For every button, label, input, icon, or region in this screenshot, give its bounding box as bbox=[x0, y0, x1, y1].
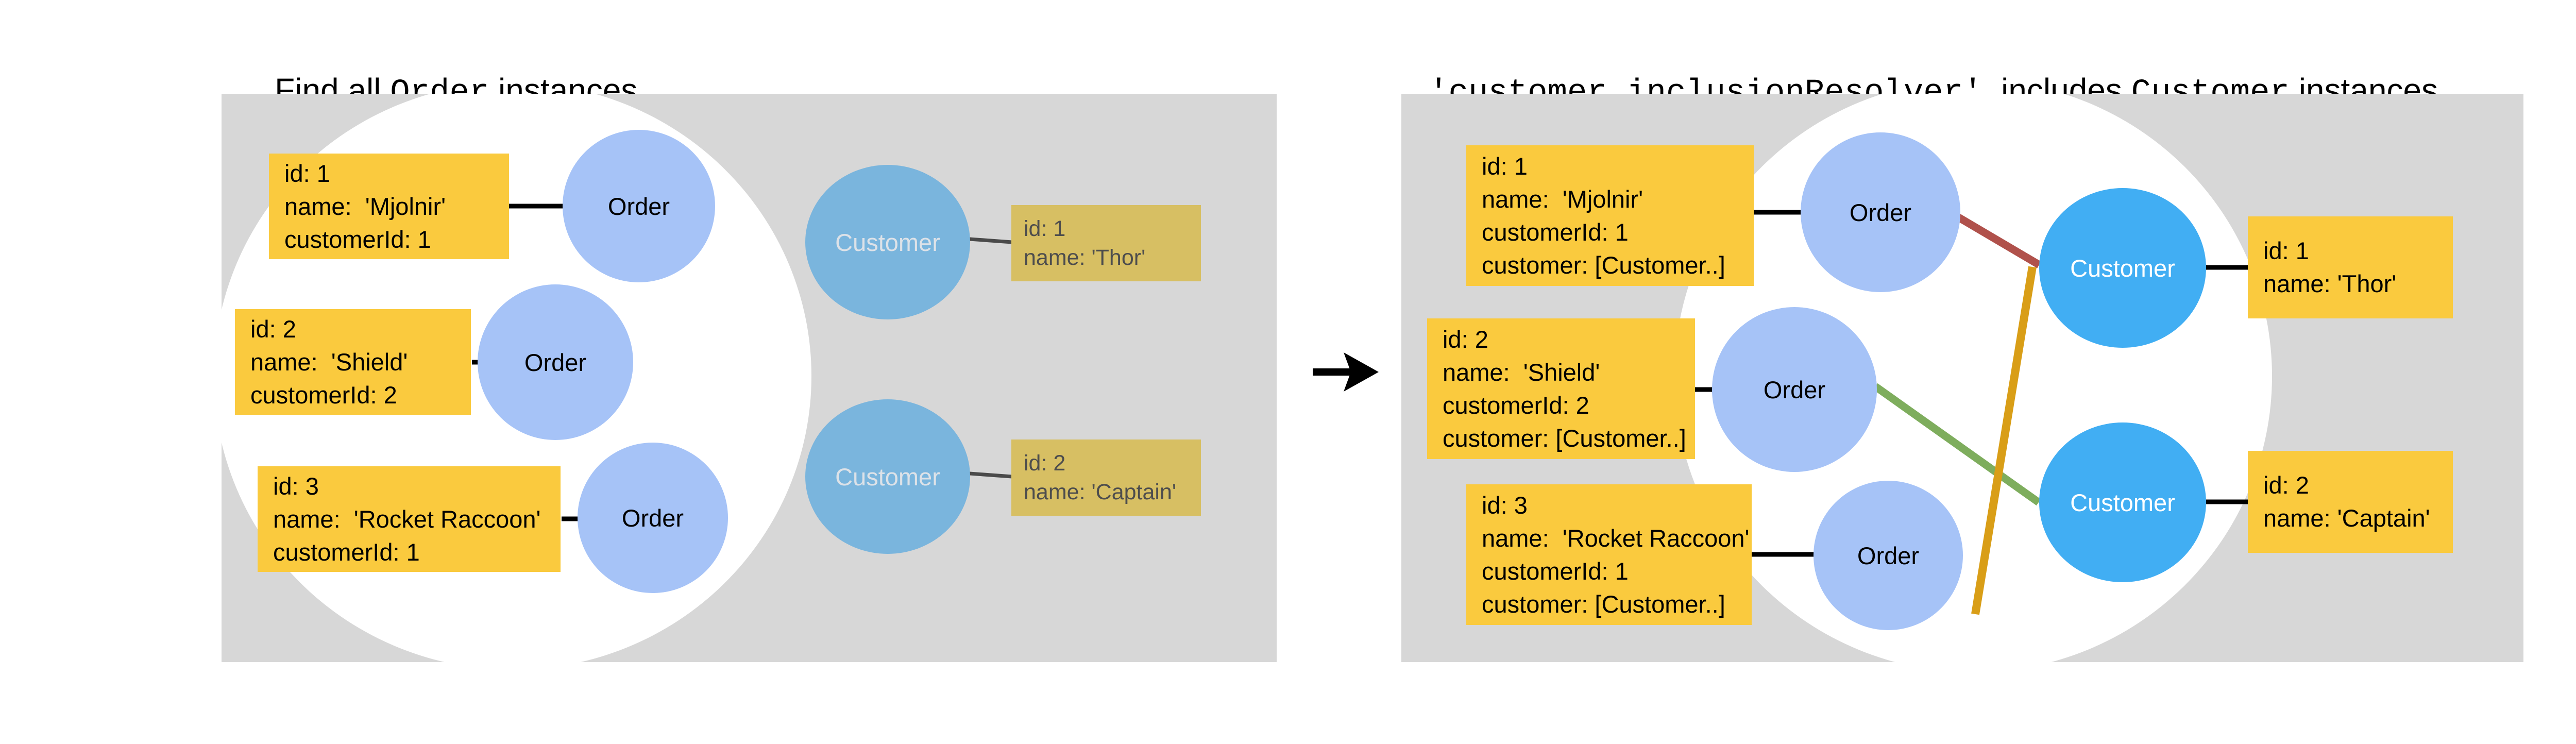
relation-line-orange-order3-customer1 bbox=[1971, 266, 2037, 615]
attr-line: id: 2 bbox=[1024, 451, 1066, 476]
attr-line: name: 'Captain' bbox=[2263, 504, 2430, 532]
attr-line: name: 'Shield' bbox=[250, 348, 408, 376]
node-label: Customer bbox=[835, 463, 940, 491]
attr-line: customerId: 1 bbox=[273, 538, 420, 566]
attr-line: customerId: 1 bbox=[1482, 218, 1629, 246]
left-order-node-2: Order bbox=[478, 284, 633, 440]
left-order-node-1: Order bbox=[563, 130, 715, 282]
left-customer-attrs-1: id: 1 name: 'Thor' bbox=[1011, 205, 1201, 281]
attr-line: id: 1 bbox=[2263, 237, 2309, 264]
attr-line: customer: [Customer..] bbox=[1482, 590, 1725, 618]
node-label: Order bbox=[1857, 542, 1920, 569]
node-label: Order bbox=[524, 348, 587, 376]
left-customer-node-2: Customer bbox=[805, 399, 970, 554]
right-customer-node-1: Customer bbox=[2039, 188, 2206, 348]
relation-line-red-order1-customer1 bbox=[1953, 212, 2041, 268]
node-label: Order bbox=[1849, 198, 1912, 226]
right-order-node-1: Order bbox=[1801, 132, 1960, 292]
attr-line: id: 1 bbox=[1482, 152, 1528, 180]
left-order-node-3: Order bbox=[578, 443, 728, 593]
attr-line: id: 1 bbox=[284, 159, 330, 187]
flow-arrow-icon bbox=[1313, 352, 1379, 392]
right-order-attrs-2: id: 2 name: 'Shield' customerId: 2 custo… bbox=[1427, 318, 1695, 459]
relation-line-green-order2-customer2 bbox=[1873, 383, 2041, 506]
attr-line: id: 3 bbox=[273, 472, 319, 500]
left-customer-attrs-2: id: 2 name: 'Captain' bbox=[1011, 439, 1201, 516]
attr-line: id: 1 bbox=[1024, 216, 1066, 241]
connector-line-muted bbox=[969, 237, 1012, 244]
attr-line: name: 'Thor' bbox=[1024, 245, 1146, 270]
attr-line: name: 'Rocket Raccoon' bbox=[1482, 524, 1750, 552]
right-customer-attrs-2: id: 2 name: 'Captain' bbox=[2248, 451, 2453, 553]
attr-line: id: 2 bbox=[250, 315, 296, 343]
right-order-node-3: Order bbox=[1814, 481, 1963, 630]
left-order-attrs-2: id: 2 name: 'Shield' customerId: 2 bbox=[235, 309, 471, 415]
attr-line: customerId: 1 bbox=[1482, 557, 1629, 585]
right-order-node-2: Order bbox=[1712, 307, 1877, 472]
attr-line: name: 'Rocket Raccoon' bbox=[273, 505, 541, 533]
node-label: Order bbox=[607, 192, 670, 220]
node-label: Customer bbox=[835, 228, 940, 256]
attr-line: customerId: 2 bbox=[250, 381, 397, 409]
attr-line: id: 2 bbox=[2263, 471, 2309, 499]
node-label: Customer bbox=[2070, 254, 2175, 282]
attr-line: customerId: 2 bbox=[1443, 391, 1589, 419]
attr-line: name: 'Captain' bbox=[1024, 480, 1177, 504]
connector-line-muted bbox=[969, 471, 1012, 479]
attr-line: name: 'Mjolnir' bbox=[284, 192, 446, 220]
left-order-attrs-1: id: 1 name: 'Mjolnir' customerId: 1 bbox=[269, 154, 509, 259]
attr-line: id: 3 bbox=[1482, 491, 1528, 519]
node-label: Customer bbox=[2070, 488, 2175, 516]
right-order-attrs-3: id: 3 name: 'Rocket Raccoon' customerId:… bbox=[1466, 484, 1752, 625]
attr-line: customer: [Customer..] bbox=[1482, 251, 1725, 279]
attr-line: customerId: 1 bbox=[284, 225, 431, 253]
right-customer-attrs-1: id: 1 name: 'Thor' bbox=[2248, 216, 2453, 318]
attr-line: name: 'Mjolnir' bbox=[1482, 185, 1643, 213]
attr-line: customer: [Customer..] bbox=[1443, 424, 1686, 452]
right-order-attrs-1: id: 1 name: 'Mjolnir' customerId: 1 cust… bbox=[1466, 145, 1754, 286]
left-customer-node-1: Customer bbox=[805, 165, 970, 319]
flow-arrow-head bbox=[1344, 352, 1379, 392]
right-customer-node-2: Customer bbox=[2039, 422, 2206, 582]
node-label: Order bbox=[1763, 376, 1826, 403]
node-label: Order bbox=[621, 504, 684, 532]
attr-line: name: 'Shield' bbox=[1443, 358, 1600, 386]
attr-line: id: 2 bbox=[1443, 325, 1488, 353]
left-order-attrs-3: id: 3 name: 'Rocket Raccoon' customerId:… bbox=[258, 466, 561, 572]
attr-line: name: 'Thor' bbox=[2263, 270, 2397, 297]
